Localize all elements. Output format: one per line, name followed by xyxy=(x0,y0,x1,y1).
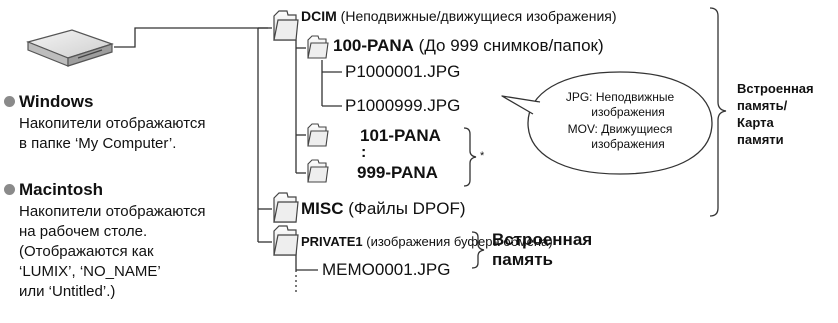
private1-name: PRIVATE1 xyxy=(301,234,363,249)
windows-line-2: в папке ‘My Computer’. xyxy=(19,135,177,152)
pana100-label: 100-PANA (До 999 снимков/папок) xyxy=(333,36,604,56)
memo-file: MEMO0001.JPG xyxy=(322,260,451,279)
private1-label: PRIVATE1 (изображения буфера обмена) xyxy=(301,234,553,249)
folder-icon-999pana xyxy=(307,159,329,183)
dcim-desc: (Неподвижные/движущиеся изображения) xyxy=(340,8,617,24)
file-types-bubble xyxy=(501,71,713,175)
bubble-jpg-line-2: изображения xyxy=(591,105,665,119)
private-memory-brace xyxy=(471,231,485,269)
bubble-jpg-line: JPG: Неподвижные xyxy=(565,90,675,104)
mac-title: Macintosh xyxy=(19,180,104,199)
misc-label: MISC (Файлы DPOF) xyxy=(301,199,466,219)
bubble-mov-line-2: изображения xyxy=(591,137,665,151)
drive-connector xyxy=(114,27,268,48)
card-memory-brace xyxy=(709,7,727,217)
pana100-desc: (До 999 снимков/папок) xyxy=(418,36,604,55)
windows-heading: Windows xyxy=(4,92,93,112)
builtin-card-label-4: памяти xyxy=(737,132,784,147)
bubble-mov-line: MOV: Движущиеся xyxy=(567,122,673,136)
folder-icon-101pana xyxy=(307,123,329,147)
folder-icon-private1 xyxy=(273,225,299,256)
windows-line-1: Накопители отображаются xyxy=(19,115,206,132)
mac-line-5: или ‘Untitled’.) xyxy=(19,283,116,300)
folder-icon-misc xyxy=(273,192,299,223)
pana-ellipsis: : xyxy=(361,144,367,161)
tree-lines xyxy=(257,27,342,271)
builtin-only-label-1: Встроенная xyxy=(492,230,593,249)
dcim-label: DCIM (Неподвижные/движущиеся изображения… xyxy=(301,8,617,24)
bullet-icon xyxy=(4,96,15,107)
mac-line-2: на рабочем столе. xyxy=(19,223,148,240)
builtin-card-label-1: Встроенная xyxy=(737,81,814,96)
builtin-only-label-2: память xyxy=(492,250,553,269)
mac-line-4: ‘LUMIX’, ‘NO_NAME’ xyxy=(19,263,161,280)
windows-title: Windows xyxy=(19,92,94,111)
dcim-name: DCIM xyxy=(301,8,337,24)
mac-heading: Macintosh xyxy=(4,180,103,200)
misc-name: MISC xyxy=(301,199,344,218)
pana999-label: 999-PANA xyxy=(357,163,438,182)
misc-desc: (Файлы DPOF) xyxy=(348,199,466,218)
pana-range-brace xyxy=(463,127,477,187)
file-first: P1000001.JPG xyxy=(345,62,461,81)
builtin-card-label-3: Карта xyxy=(737,115,774,130)
mac-line-1: Накопители отображаются xyxy=(19,203,206,220)
pana100-name: 100-PANA xyxy=(333,36,414,55)
private1-desc: (изображения буфера обмена) xyxy=(366,234,553,249)
builtin-card-label-2: память/ xyxy=(737,98,788,113)
folder-icon-dcim xyxy=(273,10,299,41)
file-last: P1000999.JPG xyxy=(345,96,461,115)
mac-line-3: (Отображаются как xyxy=(19,243,154,260)
pana-asterisk: * xyxy=(480,150,485,162)
drive-icon xyxy=(26,29,114,67)
folder-icon-100pana xyxy=(307,35,329,59)
pana101-label: 101-PANA xyxy=(360,126,441,145)
bullet-icon xyxy=(4,184,15,195)
